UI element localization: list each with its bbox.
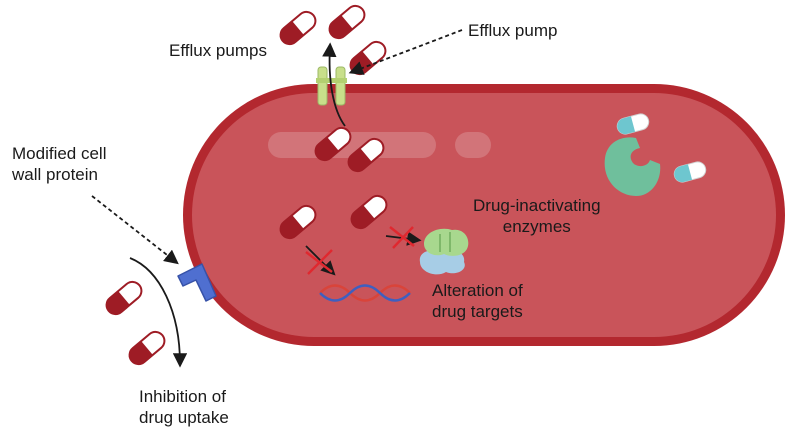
dna-icon [319,284,411,302]
cell-wall-pointer [91,195,179,265]
label-inhibition-of-drug-uptake: Inhibition of drug uptake [139,387,229,427]
capsule-icon [324,1,370,43]
label-modified-cell-wall-protein: Modified cell wall protein [12,144,107,184]
capsule-icon [101,277,147,319]
blocked-x-icon [389,226,415,249]
blocked-x-icon [305,249,333,275]
efflux-arrow [322,42,346,127]
label-efflux-pump: Efflux pump [468,21,558,40]
capsule-icon [275,7,321,49]
efflux-pump-pointer [348,29,463,75]
cell-wall-protein-icon [177,263,217,302]
enzyme-icon [604,137,661,196]
uptake-arrow [129,257,188,368]
label-efflux-pumps: Efflux pumps [169,41,267,60]
cell-highlight [268,132,436,158]
efflux-pump-icon [316,66,347,106]
label-drug-inactivating-enzymes: Drug-inactivating enzymes [473,196,601,236]
capsule-icon [124,327,170,369]
cell-highlight-small [455,132,491,158]
drug-target-icon [419,228,469,275]
capsule-icon [345,37,391,79]
label-alteration-of-drug-targets: Alteration of drug targets [432,281,523,321]
